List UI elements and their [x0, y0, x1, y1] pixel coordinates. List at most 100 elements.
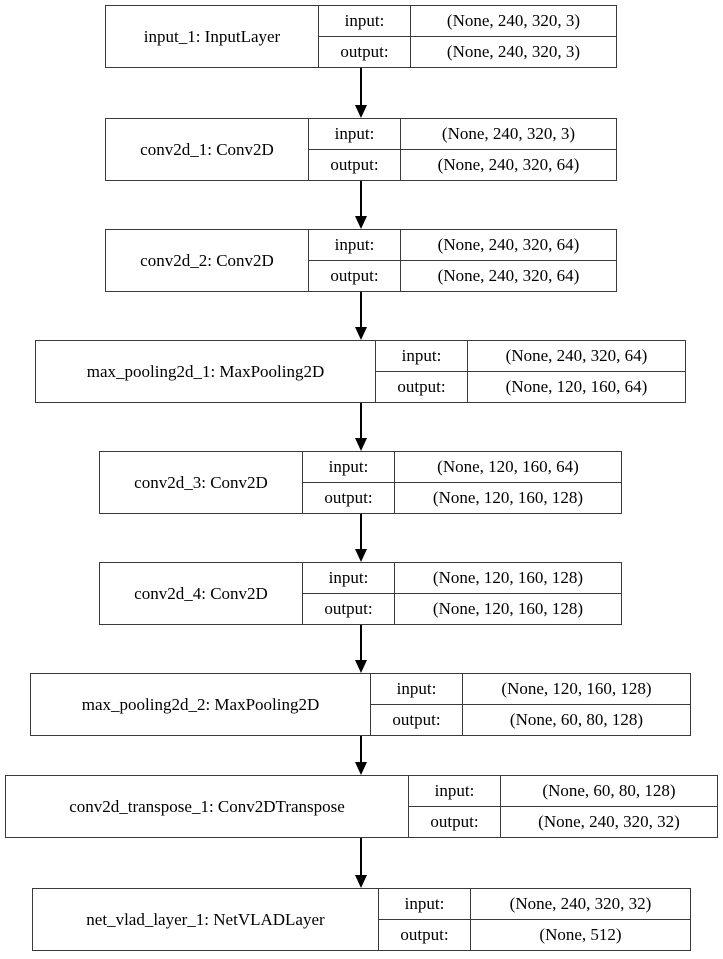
io-shape-output: (None, 240, 320, 32) [538, 811, 680, 831]
io-label-input: input: [319, 6, 411, 36]
layer-io-table: input: (None, 120, 160, 128) output: (None,… [371, 674, 690, 735]
edge-conv2d_4-to-max_pooling2d_2 [355, 625, 367, 673]
layer-name-label: conv2d_2: Conv2D [106, 230, 309, 291]
layer-name-label: conv2d_3: Conv2D [100, 452, 303, 513]
io-row-input: input: (None, 120, 160, 128) [371, 674, 690, 705]
io-label-output: output: [371, 704, 463, 735]
edge-line [360, 403, 362, 439]
edge-conv2d_1-to-conv2d_2 [355, 181, 367, 229]
io-row-output: output: (None, 240, 320, 3) [319, 36, 616, 67]
io-label-output: output: [376, 371, 468, 402]
layer-name-label: conv2d_4: Conv2D [100, 563, 303, 624]
io-row-input: input: (None, 120, 160, 64) [303, 452, 621, 483]
arrowhead-icon [355, 438, 367, 451]
edge-input_1-to-conv2d_1 [355, 68, 367, 118]
io-row-input: input: (None, 240, 320, 3) [309, 119, 616, 150]
io-label-output: output: [379, 919, 471, 950]
io-shape-input: (None, 240, 320, 64) [505, 345, 648, 365]
io-shape-input: (None, 240, 320, 64) [437, 234, 580, 254]
edge-line [360, 514, 362, 550]
io-row-output: output: (None, 120, 160, 64) [376, 371, 685, 402]
edge-line [360, 736, 362, 763]
io-label-input: input: [303, 452, 395, 482]
io-shape-output: (None, 60, 80, 128) [509, 709, 644, 729]
io-shape-input: (None, 240, 320, 3) [441, 123, 576, 143]
io-shape-input: (None, 60, 80, 128) [542, 780, 676, 800]
layer-io-table: input:(None, 120, 160, 128)output: (None,… [303, 563, 621, 624]
edge-line [360, 292, 362, 328]
io-row-output: output:(None, 240, 320, 64) [309, 260, 616, 291]
io-label-output: output: [409, 806, 501, 837]
io-shape-input: (None, 240, 320, 32) [509, 893, 652, 913]
io-shape-output: (None, 512) [539, 924, 622, 944]
io-shape-output: (None, 120, 160, 128) [432, 598, 584, 618]
arrowhead-icon [355, 762, 367, 775]
io-row-output: output: (None, 240, 320, 64) [309, 149, 616, 180]
io-label-output: output: [303, 593, 395, 624]
layer-name-label: net_vlad_layer_1: NetVLADLayer [33, 889, 379, 950]
edge-conv2d_2-to-max_pooling2d_1 [355, 292, 367, 340]
io-row-input: input:(None, 120, 160, 128) [303, 563, 621, 594]
io-shape-output: (None, 120, 160, 128) [432, 487, 584, 507]
io-label-output: output: [309, 149, 401, 180]
layer-name-label: conv2d_1: Conv2D [106, 119, 309, 180]
layer-io-table: input: (None, 240, 320, 3) output: (None, 2… [309, 119, 616, 180]
io-row-input: input: (None, 240, 320, 3) [319, 6, 616, 37]
arrowhead-icon [355, 660, 367, 673]
io-label-output: output: [303, 482, 395, 513]
io-row-input: input: (None, 60, 80, 128) [409, 776, 717, 807]
io-shape-output: (None, 240, 320, 3) [446, 41, 581, 61]
arrowhead-icon [355, 875, 367, 888]
layer-io-table: input: (None, 120, 160, 64) output: (None, … [303, 452, 621, 513]
io-label-input: input: [379, 889, 471, 919]
io-label-output: output: [309, 260, 401, 291]
io-shape-input: (None, 120, 160, 64) [437, 456, 579, 476]
io-row-input: input: (None, 240, 320, 32) [379, 889, 690, 920]
arrowhead-icon [355, 549, 367, 562]
layer-io-table: input: (None, 60, 80, 128) output: (None, 2… [409, 776, 717, 837]
io-row-input: input: (None, 240, 320, 64) [309, 230, 616, 261]
edge-max_pooling2d_2-to-conv2d_transpose_1 [355, 736, 367, 775]
edge-max_pooling2d_1-to-conv2d_3 [355, 403, 367, 451]
io-row-output: output: (None, 120, 160, 128) [303, 593, 621, 624]
io-row-output: output: (None, 120, 160, 128) [303, 482, 621, 513]
edge-line [360, 181, 362, 217]
layer-io-table: input: (None, 240, 320, 3) output: (None, 2… [319, 6, 616, 67]
io-label-input: input: [309, 119, 401, 149]
io-label-input: input: [376, 341, 468, 371]
io-label-input: input: [309, 230, 401, 260]
arrowhead-icon [355, 105, 367, 118]
edge-line [360, 68, 362, 106]
io-shape-output: (None, 120, 160, 64) [505, 376, 648, 396]
edge-line [360, 838, 362, 876]
io-label-input: input: [409, 776, 501, 806]
edge-conv2d_3-to-conv2d_4 [355, 514, 367, 562]
layer-io-table: input: (None, 240, 320, 64) output: (None, … [376, 341, 685, 402]
io-shape-input: (None, 120, 160, 128) [501, 678, 652, 698]
io-label-output: output: [319, 36, 411, 67]
io-label-input: input: [303, 563, 395, 593]
arrowhead-icon [355, 216, 367, 229]
io-row-output: output: (None, 512) [379, 919, 690, 950]
io-row-output: output: (None, 60, 80, 128) [371, 704, 690, 735]
io-shape-input: (None, 240, 320, 3) [446, 10, 581, 30]
layer-name-label: max_pooling2d_2: MaxPooling2D [31, 674, 371, 735]
io-row-input: input: (None, 240, 320, 64) [376, 341, 685, 372]
io-shape-output: (None, 240, 320, 64) [437, 154, 580, 174]
layer-name-label: conv2d_transpose_1: Conv2DTranspose [6, 776, 409, 837]
layer-io-table: input: (None, 240, 320, 64) output:(None, … [309, 230, 616, 291]
edge-line [360, 625, 362, 661]
io-label-input: input: [371, 674, 463, 704]
edge-conv2d_transpose_1-to-net_vlad_layer_1 [355, 838, 367, 888]
layer-io-table: input: (None, 240, 320, 32) output: (None, … [379, 889, 690, 950]
